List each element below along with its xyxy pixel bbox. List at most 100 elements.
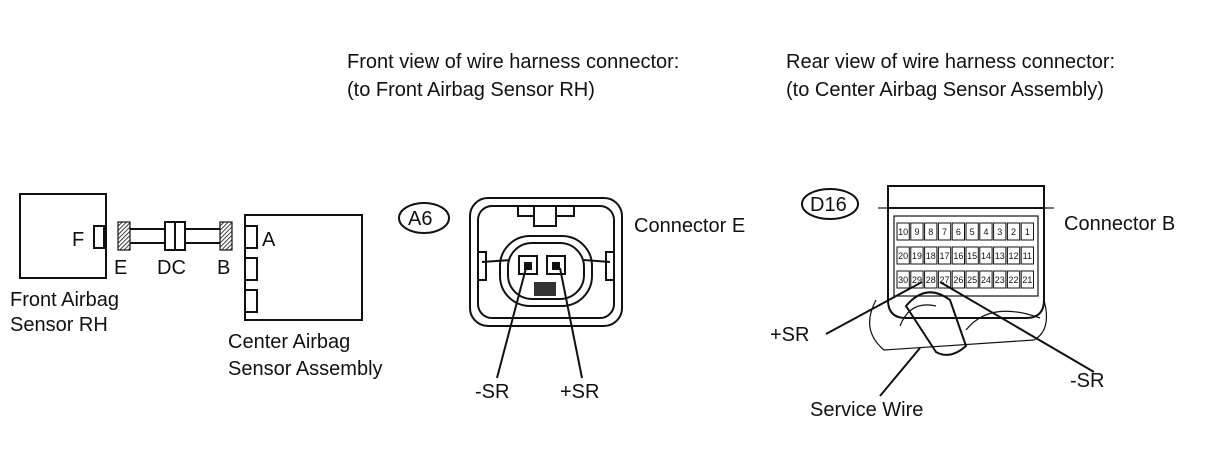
center-sensor-terminal-2 (244, 257, 258, 281)
d16-pin-cell (965, 222, 979, 241)
front-sensor-pin-label: F (72, 229, 84, 251)
d16-pin-number: 18 (926, 251, 936, 261)
d16-minus-sr-leader (939, 281, 1095, 373)
connector-a6-minus-sr-label: -SR (475, 381, 509, 403)
d16-pin-number: 11 (1023, 251, 1032, 261)
connector-a6-pin-right-hole (552, 262, 560, 270)
d16-pin-cell (1006, 270, 1021, 289)
d16-pin-number: 12 (1009, 251, 1019, 261)
d16-pin-cell (979, 246, 993, 265)
connector-e-title: Connector E (634, 215, 745, 237)
d16-pin-cell (965, 270, 979, 289)
service-wire-leader (879, 347, 921, 397)
connector-a6-latch-right (555, 206, 575, 217)
front-sensor-terminal (93, 225, 105, 249)
d16-pin-cell (965, 246, 979, 265)
service-wire-loop (904, 291, 968, 356)
d16-pin-number: 9 (914, 227, 919, 237)
d16-pin-number: 6 (956, 227, 961, 237)
d16-pin-number: 10 (898, 227, 908, 237)
d16-pin-cell (1020, 270, 1035, 289)
d16-pin-number: 29 (912, 275, 922, 285)
connector-a6-housing (469, 197, 623, 327)
connector-d16-pin-field (893, 215, 1039, 297)
rear-view-heading-line1: Rear view of wire harness connector: (786, 51, 1115, 73)
d16-pin-number: 13 (995, 251, 1005, 261)
d16-pin-number: 23 (995, 275, 1005, 285)
center-sensor-terminal-3 (244, 289, 258, 313)
connector-a6-badge (398, 202, 450, 234)
d16-pin-cell (951, 222, 966, 241)
d16-pin-number: 22 (1009, 275, 1019, 285)
d16-pin-cell (1020, 246, 1035, 265)
d16-pin-cell (896, 222, 910, 241)
front-view-heading-line2: (to Front Airbag Sensor RH) (347, 79, 595, 101)
connector-a6-left-tab (478, 251, 487, 281)
d16-pin-cell (924, 270, 938, 289)
d16-pin-cell (1006, 246, 1021, 265)
connector-b-label: B (217, 257, 230, 279)
connector-b-title: Connector B (1064, 213, 1175, 235)
connector-a6-detail-line-2 (583, 259, 611, 263)
front-airbag-sensor-label-1: Front Airbag (10, 289, 119, 311)
d16-pin-cell (1006, 222, 1021, 241)
d16-pin-cell (951, 246, 966, 265)
d16-pin-number: 20 (898, 251, 908, 261)
connector-d16-housing (887, 185, 1045, 319)
d16-pin-cell (896, 270, 910, 289)
d16-pin-number: 28 (926, 275, 936, 285)
connector-d16-minus-sr-label: -SR (1070, 370, 1104, 392)
connector-d16-badge (801, 188, 859, 220)
connector-e-label: E (114, 257, 127, 279)
connector-a6-badge-label: A6 (408, 208, 432, 230)
minus-sr-leader (496, 267, 527, 379)
service-wire-shade-right (965, 310, 1041, 331)
d16-pin-cell (910, 246, 924, 265)
d16-pin-number: 21 (1022, 275, 1032, 285)
connector-d16-badge-label: D16 (810, 194, 847, 216)
front-airbag-sensor-box (19, 193, 107, 279)
service-wire-outline (869, 299, 1047, 351)
d16-pin-number: 24 (981, 275, 991, 285)
connector-a6-plus-sr-label: +SR (560, 381, 599, 403)
d16-pin-number: 30 (898, 275, 908, 285)
connector-e-symbol (117, 221, 131, 251)
d16-pin-number: 3 (997, 227, 1002, 237)
d16-plus-sr-leader (825, 281, 923, 335)
d16-pin-number: 8 (928, 227, 933, 237)
connector-b-symbol (219, 221, 233, 251)
d16-pin-number: 17 (940, 251, 950, 261)
d16-pin-number: 7 (942, 227, 947, 237)
d16-pin-cell (924, 222, 938, 241)
center-airbag-sensor-label-2: Sensor Assembly (228, 358, 383, 380)
connector-a6: A6 Connector E -SR +SR (398, 197, 745, 403)
d16-pin-number: 2 (1011, 227, 1016, 237)
d16-pin-cell (979, 270, 993, 289)
circuit-schematic: F E DC B Front Airbag Sensor RH A Center… (10, 193, 383, 380)
dc-label: DC (157, 257, 186, 279)
d16-pin-cell (993, 222, 1007, 241)
d16-pin-number: 5 (970, 227, 975, 237)
front-view-heading-line1: Front view of wire harness connector: (347, 51, 679, 73)
d16-pin-number: 19 (912, 251, 922, 261)
center-sensor-terminal-a (244, 225, 258, 249)
d16-pin-cell (896, 246, 910, 265)
connector-a6-top-key (533, 205, 557, 227)
d16-pin-cell (993, 270, 1007, 289)
d16-pin-number: 1 (1025, 227, 1030, 237)
d16-pin-number: 15 (967, 251, 977, 261)
d16-pin-cell (910, 222, 924, 241)
d16-pin-cell (924, 246, 938, 265)
d16-pin-number: 27 (940, 275, 950, 285)
d16-pin-number: 14 (981, 251, 991, 261)
d16-pin-number: 4 (983, 227, 988, 237)
connector-a6-pin-left-hole (524, 262, 532, 270)
d16-pin-cell (951, 270, 966, 289)
connector-a6-latch-left (517, 206, 535, 217)
center-airbag-sensor-label-1: Center Airbag (228, 331, 350, 353)
d16-pin-number: 16 (953, 251, 963, 261)
connector-a6-right-tab (605, 251, 614, 281)
